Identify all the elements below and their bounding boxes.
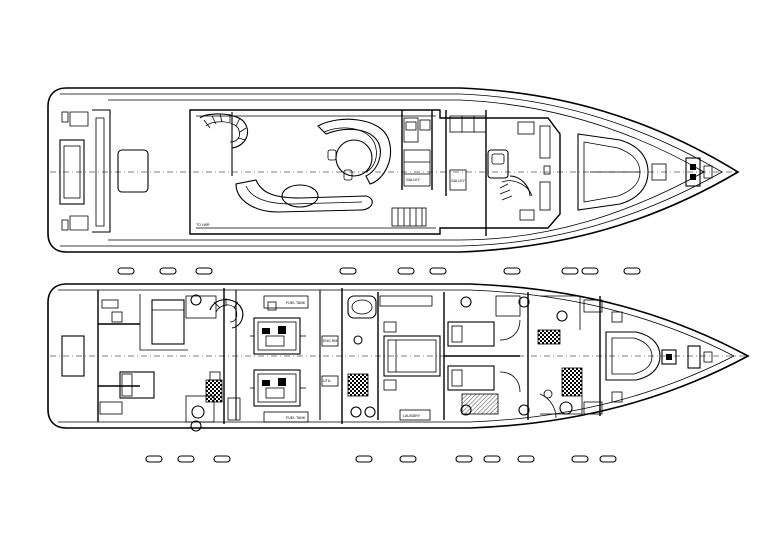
laundry-label: LAUNDRY <box>403 414 421 418</box>
owner-shower <box>347 373 369 397</box>
fuel-tank-stbd-label: FUEL TANK <box>286 416 306 420</box>
saloon-curved-sofa <box>235 179 373 213</box>
guest-shower-hatched <box>461 393 499 415</box>
to-lower-label: TO LWR <box>196 223 210 227</box>
fuel-tank-stbd <box>263 411 309 423</box>
dining-curved-sofa <box>317 118 392 185</box>
main-deck-plan: GALLEY GALLEY TO LWR <box>47 87 740 253</box>
saloon-outline <box>189 109 561 235</box>
fuel-tank-port <box>263 295 309 309</box>
owner-bed <box>383 335 441 377</box>
chain-locker <box>687 345 701 369</box>
helm-seat <box>487 149 509 179</box>
helm-console <box>517 121 535 135</box>
fwd-hatch <box>661 349 677 365</box>
bar-counter <box>403 117 419 143</box>
guest-bed-2 <box>447 365 495 391</box>
galley-label-a: GALLEY <box>406 178 421 182</box>
lower-deck-plan: FUEL TANK FUEL TANK ENG RM UTIL <box>47 283 750 432</box>
portholes-row-lower <box>145 455 617 463</box>
owner-tub <box>347 295 377 319</box>
saloon-oval-table <box>281 184 319 208</box>
portholes-row-upper <box>117 267 641 275</box>
main-deck-hull <box>47 87 740 253</box>
fuel-tank-port-label: FUEL TANK <box>286 301 306 305</box>
aft-table <box>117 149 149 193</box>
fwd-shower-port <box>537 329 561 345</box>
engine-stbd <box>250 369 306 407</box>
aft-spiral-stairs <box>199 113 249 149</box>
anchor-windlass-box <box>651 163 667 181</box>
lazarette-hatch <box>61 335 85 377</box>
fwd-shower-stbd <box>561 367 583 397</box>
guest-bed-1 <box>447 321 495 347</box>
swim-platform-hatch <box>59 139 85 205</box>
owner-toilet-b <box>364 406 376 418</box>
crew-shower <box>205 379 223 403</box>
engine-room-label: ENG RM <box>323 339 337 343</box>
crew-berth-stbd <box>119 371 155 399</box>
fwd-vip-bed <box>605 331 661 381</box>
crew-berth-port <box>151 299 185 345</box>
crew-spiral-stairs <box>209 298 244 329</box>
owner-toilet-a <box>350 406 362 418</box>
anchor-windlass <box>685 157 701 187</box>
engine-port <box>250 317 306 355</box>
forward-stairs <box>499 180 533 201</box>
foredeck-sunpad <box>577 133 649 211</box>
utility-label: UTIL <box>323 379 331 383</box>
saloon-side-stairs <box>391 207 427 227</box>
galley-counter <box>403 149 431 187</box>
crew-toilet-b <box>191 405 205 419</box>
crew-toilet-a <box>190 294 202 306</box>
galley-label-b: GALLEY <box>451 179 466 183</box>
